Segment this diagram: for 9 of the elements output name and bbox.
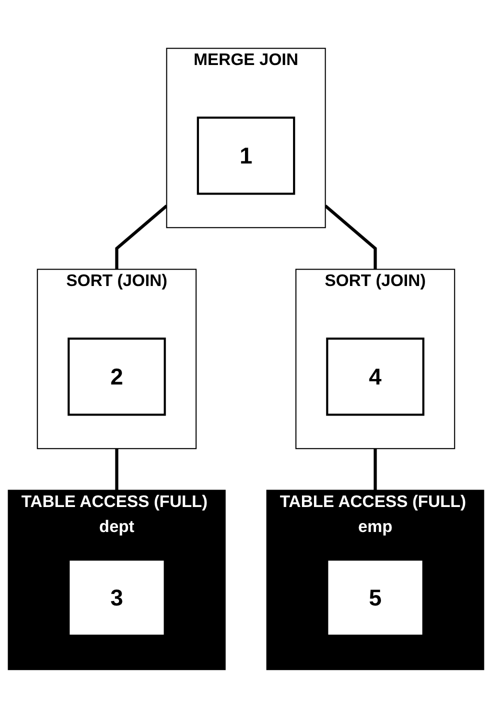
node-box: 1 xyxy=(196,116,296,195)
connector xyxy=(374,448,377,490)
connector xyxy=(115,448,118,490)
node-box: 4 xyxy=(326,338,424,416)
node-box: 5 xyxy=(326,558,424,637)
node-box: 2 xyxy=(68,338,166,416)
connector xyxy=(115,204,168,270)
connector xyxy=(324,204,377,270)
node-box: 3 xyxy=(68,558,166,637)
